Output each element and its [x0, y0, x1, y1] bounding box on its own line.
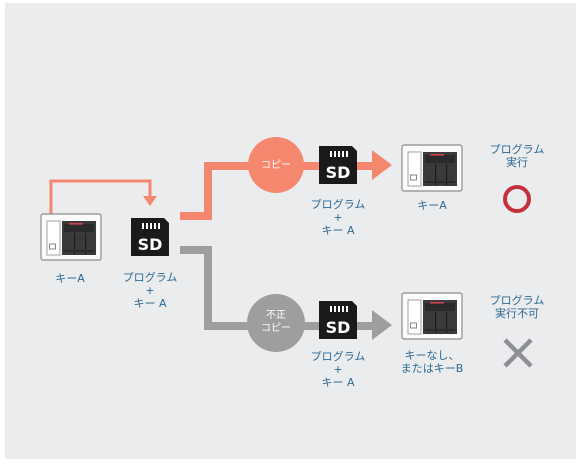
- copy-sd-label-line1: プログラム: [310, 198, 366, 211]
- illegal-badge-line1: 不正: [266, 310, 286, 321]
- copy-result-label: プログラム 実行: [490, 143, 545, 169]
- illegal-result-label: プログラム 実行不可: [490, 294, 545, 320]
- illegal-device-label-line2: またはキーB: [400, 362, 464, 375]
- illegal-sd-label: プログラム + キー A: [311, 350, 366, 389]
- source-device: [40, 213, 102, 261]
- illegal-badge-line2: コピー: [261, 323, 291, 334]
- illegal-sd-label-line2: +: [333, 363, 343, 376]
- source-bracket-arrow: [49, 179, 152, 217]
- illegal-device-label: キーなし、 またはキーB: [401, 349, 464, 375]
- illegal-result-line2: 実行不可: [494, 307, 539, 320]
- ok-circle-icon: [503, 185, 531, 213]
- illegal-result-line1: プログラム: [489, 294, 545, 307]
- illegal-target-device: [401, 292, 463, 340]
- illegal-sd-label-line1: プログラム: [310, 350, 366, 363]
- copy-sd-label: プログラム + キー A: [311, 198, 366, 237]
- copy-sd-label-line2: +: [333, 211, 343, 224]
- copy-result-line1: プログラム: [489, 143, 545, 156]
- ng-cross-icon: [503, 338, 533, 368]
- copy-device-label: キーA: [417, 199, 447, 212]
- copy-badge-text: コピー: [261, 160, 291, 171]
- source-sd-label: プログラム + キー A: [123, 271, 178, 310]
- illegal-device-label-line1: キーなし、: [404, 349, 460, 362]
- copy-badge: [248, 137, 304, 193]
- source-sd-label-line2: +: [145, 284, 155, 297]
- illegal-sd-label-line3: キー A: [321, 376, 355, 389]
- illegal-badge-text: 不正 コピー: [261, 309, 291, 335]
- copy-target-device: [401, 144, 463, 192]
- illegal-copy-badge: [247, 294, 305, 352]
- illegal-sd-text: SD: [326, 318, 351, 337]
- source-sd-label-line1: プログラム: [122, 271, 178, 284]
- source-sd-text: SD: [138, 235, 163, 254]
- source-arrowhead: [143, 196, 157, 206]
- copy-sd-text: SD: [326, 163, 351, 182]
- source-device-label: キーA: [55, 272, 85, 285]
- source-sd-label-line3: キー A: [133, 297, 167, 310]
- copy-result-line2: 実行: [505, 156, 528, 169]
- copy-sd-label-line3: キー A: [321, 224, 355, 237]
